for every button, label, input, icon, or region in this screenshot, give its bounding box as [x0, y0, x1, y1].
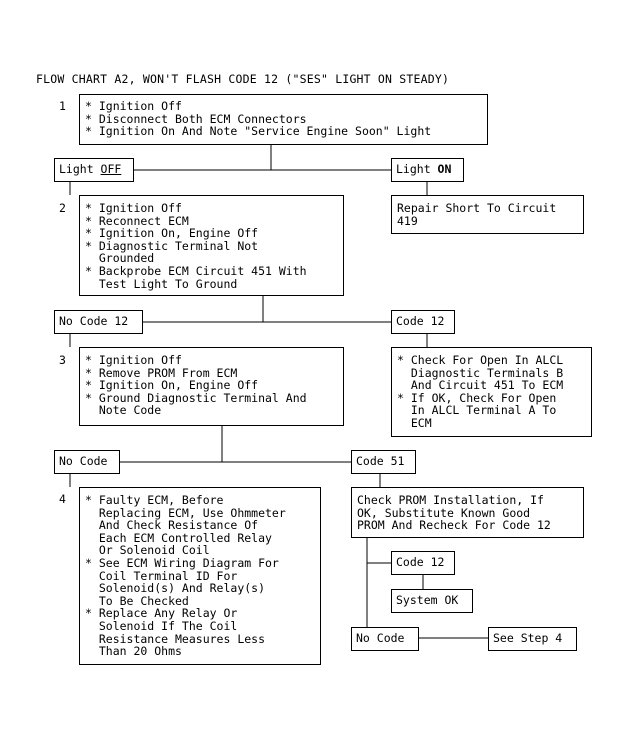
- step-4-line: * Replace Any Relay Or: [85, 606, 238, 621]
- step-2-line: * Diagnostic Terminal Not: [85, 238, 259, 253]
- light-on-word: ON: [437, 162, 452, 176]
- repair-short-line: Repair Short To Circuit: [397, 201, 557, 215]
- repair-short-box: Repair Short To Circuit 419: [391, 195, 584, 234]
- check-open-line: * If OK, Check For Open: [397, 390, 557, 405]
- step-2-line: Test Light To Ground: [85, 276, 238, 291]
- step-3-line: * Ignition Off: [85, 353, 182, 367]
- step-2-line: * Ignition Off: [85, 201, 182, 215]
- step-4-line: Solenoid If The Coil: [85, 618, 238, 633]
- code-51-label: Code 51: [351, 450, 416, 474]
- step-4-line: To Be Checked: [85, 593, 189, 608]
- page-title: FLOW CHART A2, WON'T FLASH CODE 12 ("SES…: [36, 72, 450, 86]
- step-3-box: * Ignition Off * Remove PROM From ECM * …: [79, 347, 344, 426]
- system-ok-label: System OK: [391, 589, 473, 613]
- repair-short-line: 419: [397, 213, 418, 228]
- step-3-line: Note Code: [85, 403, 162, 418]
- step-1-line: * Disconnect Both ECM Connectors: [85, 111, 307, 126]
- step-4-line: Resistance Measures Less: [85, 631, 266, 646]
- step-4-line: And Check Resistance Of: [85, 518, 259, 533]
- step-1-line: * Ignition Off: [85, 99, 182, 113]
- step-4-line: Solenoid(s) And Relay(s): [85, 581, 266, 596]
- check-open-line: And Circuit 451 To ECM: [397, 378, 564, 393]
- step-4-line: Or Solenoid Coil: [85, 543, 210, 558]
- check-open-box: * Check For Open In ALCL Diagnostic Term…: [391, 347, 592, 437]
- light-on-prefix: Light: [396, 162, 438, 176]
- check-open-line: Diagnostic Terminals B: [397, 365, 564, 380]
- step-4-line: Replacing ECM, Use Ohmmeter: [85, 505, 286, 520]
- see-step-4-label: See Step 4: [488, 627, 577, 651]
- step-number-4: 4: [59, 492, 66, 506]
- check-prom-line: PROM And Recheck For Code 12: [357, 518, 551, 533]
- step-number-3: 3: [59, 353, 66, 367]
- step-2-box: * Ignition Off * Reconnect ECM * Ignitio…: [79, 195, 344, 296]
- light-off-word: OFF: [100, 162, 122, 176]
- no-code-label: No Code: [54, 450, 120, 474]
- check-prom-line: OK, Substitute Known Good: [357, 505, 531, 520]
- step-4-box: * Faulty ECM, Before Replacing ECM, Use …: [79, 487, 321, 665]
- step-3-line: * Remove PROM From ECM: [85, 365, 238, 380]
- step-2-line: * Ignition On, Engine Off: [85, 226, 259, 241]
- step-number-1: 1: [59, 99, 66, 113]
- light-on-label: Light ON: [391, 158, 464, 182]
- step-2-line: Grounded: [85, 251, 155, 266]
- light-off-label: Light OFF: [54, 158, 134, 182]
- step-1-box: * Ignition Off * Disconnect Both ECM Con…: [79, 94, 488, 145]
- step-4-line: Than 20 Ohms: [85, 644, 182, 659]
- check-open-line: ECM: [397, 415, 432, 430]
- no-code-12-label: No Code 12: [54, 310, 143, 334]
- step-1-line: * Ignition On And Note "Service Engine S…: [85, 124, 432, 139]
- code-12-lower-label: Code 12: [391, 551, 455, 575]
- step-4-line: Coil Terminal ID For: [85, 568, 238, 583]
- step-4-line: * Faulty ECM, Before: [85, 493, 224, 507]
- step-2-line: * Backprobe ECM Circuit 451 With: [85, 263, 307, 278]
- check-open-line: * Check For Open In ALCL: [397, 353, 564, 367]
- check-prom-box: Check PROM Installation, If OK, Substitu…: [351, 487, 584, 538]
- light-off-prefix: Light: [59, 162, 101, 176]
- step-2-line: * Reconnect ECM: [85, 213, 189, 228]
- step-3-line: * Ground Diagnostic Terminal And: [85, 390, 307, 405]
- step-4-line: Each ECM Controlled Relay: [85, 530, 272, 545]
- step-4-line: * See ECM Wiring Diagram For: [85, 555, 279, 570]
- step-3-line: * Ignition On, Engine Off: [85, 378, 259, 393]
- code-12-label: Code 12: [391, 310, 455, 334]
- check-prom-line: Check PROM Installation, If: [357, 493, 544, 507]
- check-open-line: In ALCL Terminal A To: [397, 403, 557, 418]
- step-number-2: 2: [59, 201, 66, 215]
- no-code-lower-label: No Code: [351, 627, 419, 651]
